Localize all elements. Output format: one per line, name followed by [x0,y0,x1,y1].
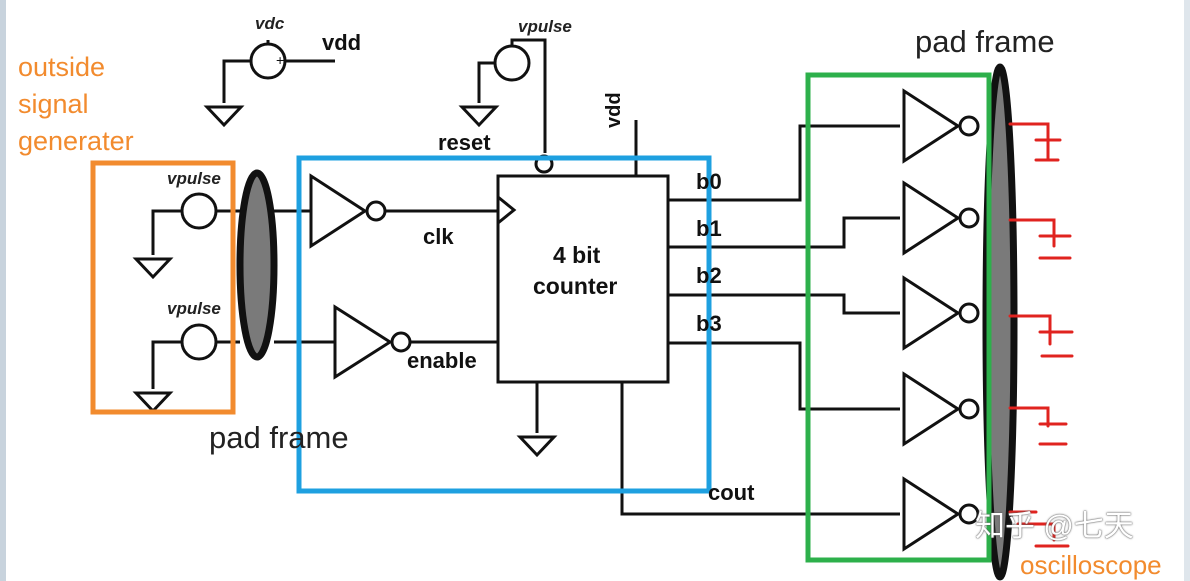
enable-inverter [274,304,498,380]
output-buffer-box [805,72,992,563]
pad-frame-right-label: pad frame [915,24,1055,59]
b0-label: b0 [696,169,722,194]
outside-signal-label-2: signal [18,89,89,119]
oscilloscope-probes [1008,122,1074,548]
vpulse-clk-label: vpulse [167,169,221,188]
reset-label: reset [438,130,491,155]
b3-label: b3 [696,311,722,336]
ground-icon [132,257,174,280]
cout-label: cout [708,480,755,505]
outside-signal-label-1: outside [18,52,106,82]
watermark: 知乎 @七天 [975,510,1134,543]
enable-label: enable [407,348,477,373]
left-pad-frame [236,169,278,361]
vpulse-clk-source [151,192,240,255]
ground-icon [203,105,245,128]
clk-inverter [274,173,498,249]
ground-icon [516,382,558,458]
counter-label-2: counter [533,273,618,299]
right-pad-frame [982,63,1018,581]
svg-text:+: + [276,52,284,68]
pad-frame-left-label: pad frame [209,420,349,455]
b1-label: b1 [696,216,722,241]
ground-icon [132,391,174,414]
vdd-label: vdd [322,30,362,55]
core-logic-box [296,155,712,494]
vpulse-reset-source [477,38,547,153]
b2-label: b2 [696,263,722,288]
counter-label-1: 4 bit [553,242,601,268]
output-inverters [902,88,980,552]
vdc-source: + [222,40,335,103]
counter-block [496,174,670,384]
ground-icon [458,105,500,128]
clk-label: clk [423,224,454,249]
vpulse-enable-label: vpulse [167,299,221,318]
vpulse-reset-label: vpulse [518,17,572,36]
window-edge [0,0,6,581]
outside-signal-label-3: generater [18,126,134,156]
outside-signal-generator-box [90,160,236,415]
vdc-label: vdc [255,14,285,33]
oscilloscope-label: oscilloscope [1020,550,1162,580]
vpulse-enable-source [151,323,240,389]
clock-input-triangle [497,195,517,225]
window-edge [1184,0,1190,581]
vdd-vertical-label: vdd [603,92,625,128]
